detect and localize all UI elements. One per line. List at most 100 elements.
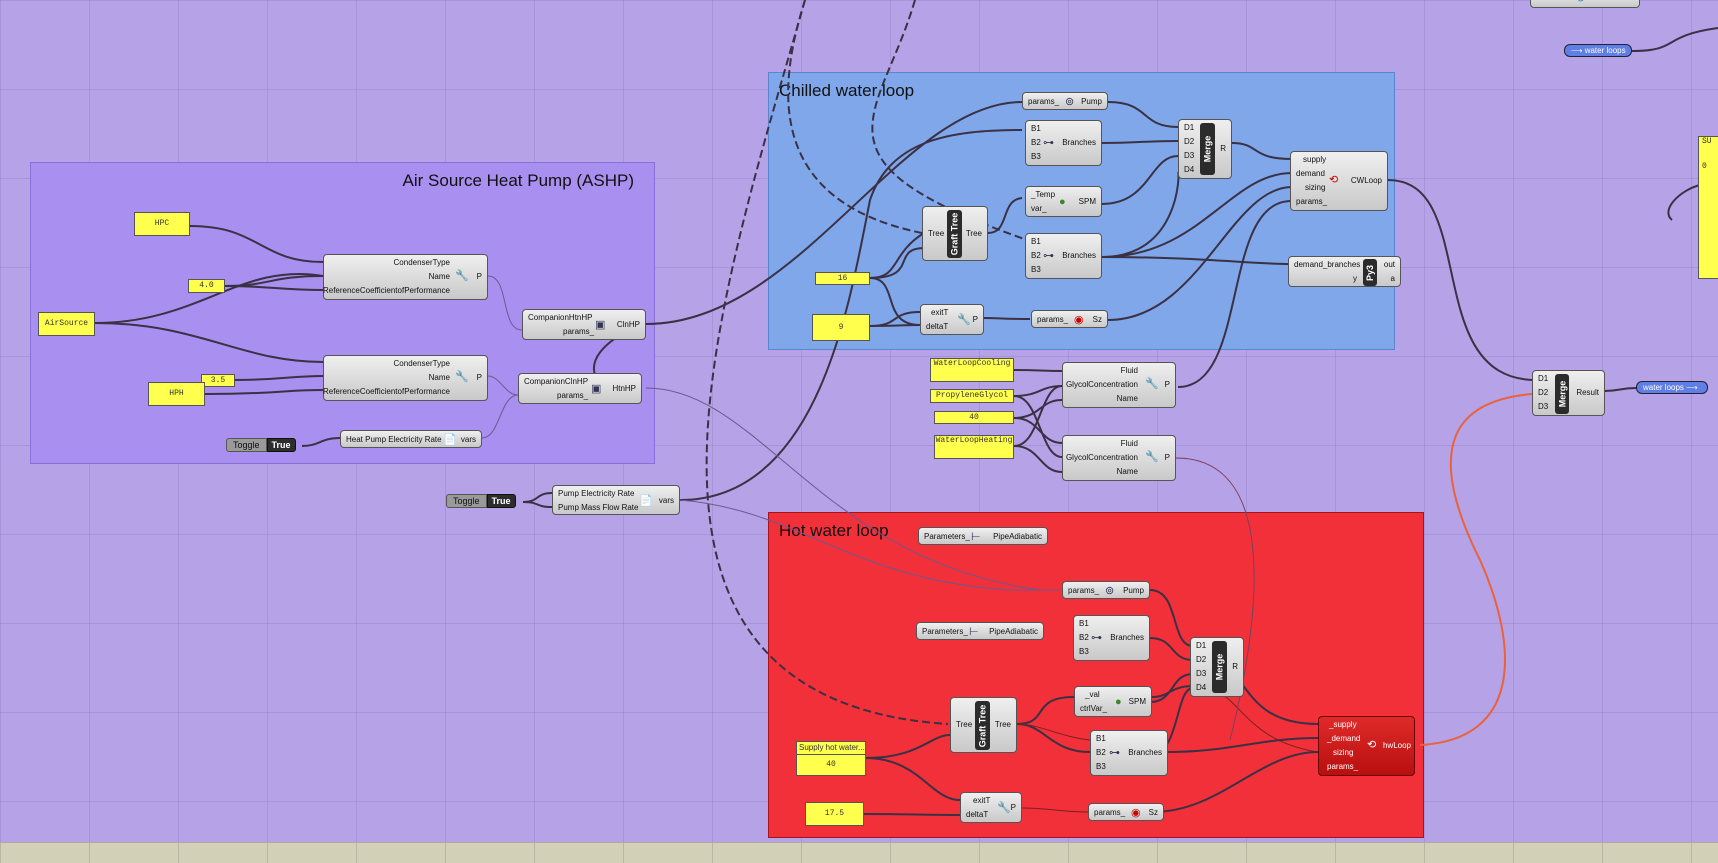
panel-cop-heating[interactable]: 4.0 (188, 279, 225, 293)
input-reference-cop[interactable]: ReferenceCoefficientofPerformance (322, 286, 450, 295)
fluid-component-1[interactable]: Fluid GlycolConcentration Name 🔧 P (1062, 362, 1176, 408)
input-demand[interactable]: _demand (1327, 734, 1361, 743)
input-b3[interactable]: B3 (1096, 762, 1106, 771)
input-delta-t[interactable]: deltaT (966, 810, 989, 819)
input-y[interactable]: y (1353, 274, 1357, 283)
input-b2[interactable]: B2 (1096, 748, 1106, 757)
output-p[interactable]: P (1010, 803, 1016, 812)
panel-delta-temp[interactable]: 9 (812, 314, 870, 341)
input-parameters[interactable]: Parameters_ (924, 532, 970, 541)
hw-sizing-component[interactable]: exitT deltaT 🔧 P (960, 792, 1022, 823)
input-name[interactable]: Name (428, 373, 450, 382)
clnhp-component[interactable]: CompanionHtnHP params_ ▣ ClnHP (522, 309, 646, 340)
toggle-pump-output[interactable]: Toggle True (446, 494, 516, 508)
result-merge-component[interactable]: D1 D2 D3 Merge Result (1532, 370, 1605, 416)
python3-component[interactable]: demand_branches y Py3 out a (1288, 256, 1401, 287)
input-b2[interactable]: B2 (1031, 251, 1041, 260)
output-vars[interactable]: vars (658, 496, 674, 505)
input-fluid[interactable]: Fluid (1120, 439, 1138, 448)
panel-water-loop-cooling[interactable]: WaterLoopCooling (930, 358, 1014, 382)
input-name[interactable]: Name (1116, 394, 1138, 403)
input-params[interactable]: params_ (563, 327, 595, 336)
input-companion-clnhp[interactable]: CompanionClnHP (524, 377, 589, 386)
panel-supply-hot-water-value[interactable]: 40 (796, 754, 866, 776)
hw-pipe-component-1[interactable]: Parameters_ ⊢ PipeAdiabatic (918, 527, 1048, 545)
hw-pipe-component-2[interactable]: Parameters_ ⊢ PipeAdiabatic (916, 622, 1044, 640)
output-pump[interactable]: Pump (1123, 586, 1144, 595)
panel-exit-temp[interactable]: 16 (815, 272, 870, 285)
output-r[interactable]: R (1220, 144, 1226, 153)
input-reference-cop[interactable]: ReferenceCoefficientofPerformance (322, 387, 450, 396)
input-sizing[interactable]: sizing (1333, 748, 1354, 757)
heat-pump-component-2[interactable]: CondenserType Name ReferenceCoefficiento… (323, 355, 488, 401)
output-clnhp[interactable]: ClnHP (616, 320, 640, 329)
input-tree[interactable]: Tree (956, 720, 973, 729)
input-d1[interactable]: D1 (1196, 641, 1207, 650)
input-condenser-type[interactable]: CondenserType (393, 258, 450, 267)
output-branches[interactable]: Branches (1062, 138, 1096, 147)
pump-output-vars-component[interactable]: Pump Electricity Rate Pump Mass Flow Rat… (552, 485, 680, 515)
hp-output-vars-component[interactable]: Heat Pump Electricity Rate 📄 vars (340, 430, 482, 448)
relay-water-loops-right[interactable]: water loops ⟶ (1636, 381, 1708, 394)
output-out[interactable]: out (1383, 260, 1395, 269)
output-p[interactable]: P (476, 272, 482, 281)
output-sz[interactable]: Sz (1092, 315, 1102, 324)
chw-sizing-component[interactable]: exitT deltaT 🔧 P (920, 304, 984, 335)
input-glycol-concentration[interactable]: GlycolConcentration (1065, 380, 1138, 389)
input-b1[interactable]: B1 (1031, 124, 1041, 133)
input-d3[interactable]: D3 (1184, 151, 1195, 160)
output-tree[interactable]: Tree (994, 720, 1011, 729)
input-d3[interactable]: D3 (1196, 669, 1207, 678)
input-params[interactable]: params_ (1068, 586, 1100, 595)
hw-graft-tree-component[interactable]: Tree Graft Tree Tree (950, 697, 1017, 753)
input-b1[interactable]: B1 (1096, 734, 1106, 743)
output-branches[interactable]: Branches (1062, 251, 1096, 260)
chw-sz-component[interactable]: params_ ◉ Sz (1031, 310, 1108, 328)
input-d1[interactable]: D1 (1538, 374, 1549, 383)
input-params[interactable]: params_ (1327, 762, 1359, 771)
group-hot-water-loop[interactable]: Hot water loop (768, 512, 1424, 838)
chw-branches-component-2[interactable]: B1 B2 B3 ⊶ Branches (1025, 233, 1102, 279)
output-a[interactable]: a (1390, 274, 1395, 283)
input-sizing[interactable]: sizing (1305, 183, 1326, 192)
input-d2[interactable]: D2 (1538, 388, 1549, 397)
input-name[interactable]: Name (428, 272, 450, 281)
relay-water-loops-top[interactable]: ⟶ water loops (1564, 44, 1632, 57)
htnhp-component[interactable]: CompanionClnHP params_ ▣ HtnHP (518, 373, 642, 404)
output-pump[interactable]: Pump (1081, 97, 1102, 106)
output-htnhp[interactable]: HtnHP (612, 384, 636, 393)
cwloop-component[interactable]: supply demand sizing params_ ⟲ CWLoop (1290, 151, 1388, 211)
input-b1[interactable]: B1 (1079, 619, 1089, 628)
input-exit-t[interactable]: exitT (973, 796, 991, 805)
input-var[interactable]: var_ (1031, 204, 1047, 213)
panel-airsource[interactable]: AirSource (38, 312, 95, 336)
input-params[interactable]: params_ (557, 391, 589, 400)
input-params[interactable]: params_ (1094, 808, 1126, 817)
input-companion-htnhp[interactable]: CompanionHtnHP (528, 313, 593, 322)
input-delta-t[interactable]: deltaT (926, 322, 949, 331)
input-b3[interactable]: B3 (1031, 265, 1041, 274)
input-exit-t[interactable]: exitT (931, 308, 949, 317)
toggle-value[interactable]: True (486, 494, 516, 508)
input-b2[interactable]: B2 (1031, 138, 1041, 147)
output-pipe-adiabatic[interactable]: PipeAdiabatic (989, 627, 1038, 636)
output-p[interactable]: P (1164, 453, 1170, 462)
input-demand-branches[interactable]: demand_branches (1294, 260, 1361, 269)
input-params[interactable]: params_ (1296, 197, 1328, 206)
input-condenser-type[interactable]: CondenserType (393, 359, 450, 368)
side-panel[interactable]: SU 0 (1698, 136, 1718, 279)
output-p[interactable]: P (972, 315, 978, 324)
chw-merge-component[interactable]: D1 D2 D3 D4 Merge R (1178, 119, 1232, 179)
output-vars[interactable]: vars (460, 435, 476, 444)
input-glycol-concentration[interactable]: GlycolConcentration (1065, 453, 1138, 462)
input-b1[interactable]: B1 (1031, 237, 1041, 246)
toggle-value[interactable]: True (266, 438, 296, 452)
panel-delta-temp-hw[interactable]: 17.5 (805, 802, 864, 826)
output-hwloop[interactable]: hwLoop (1382, 741, 1411, 750)
hw-pump-component[interactable]: params_ ⊚ Pump (1062, 581, 1150, 599)
input-d4[interactable]: D4 (1184, 165, 1195, 174)
input-heat-pump-electricity-rate[interactable]: Heat Pump Electricity Rate (346, 435, 442, 444)
input-b3[interactable]: B3 (1031, 152, 1041, 161)
output-r[interactable]: R (1232, 662, 1238, 671)
